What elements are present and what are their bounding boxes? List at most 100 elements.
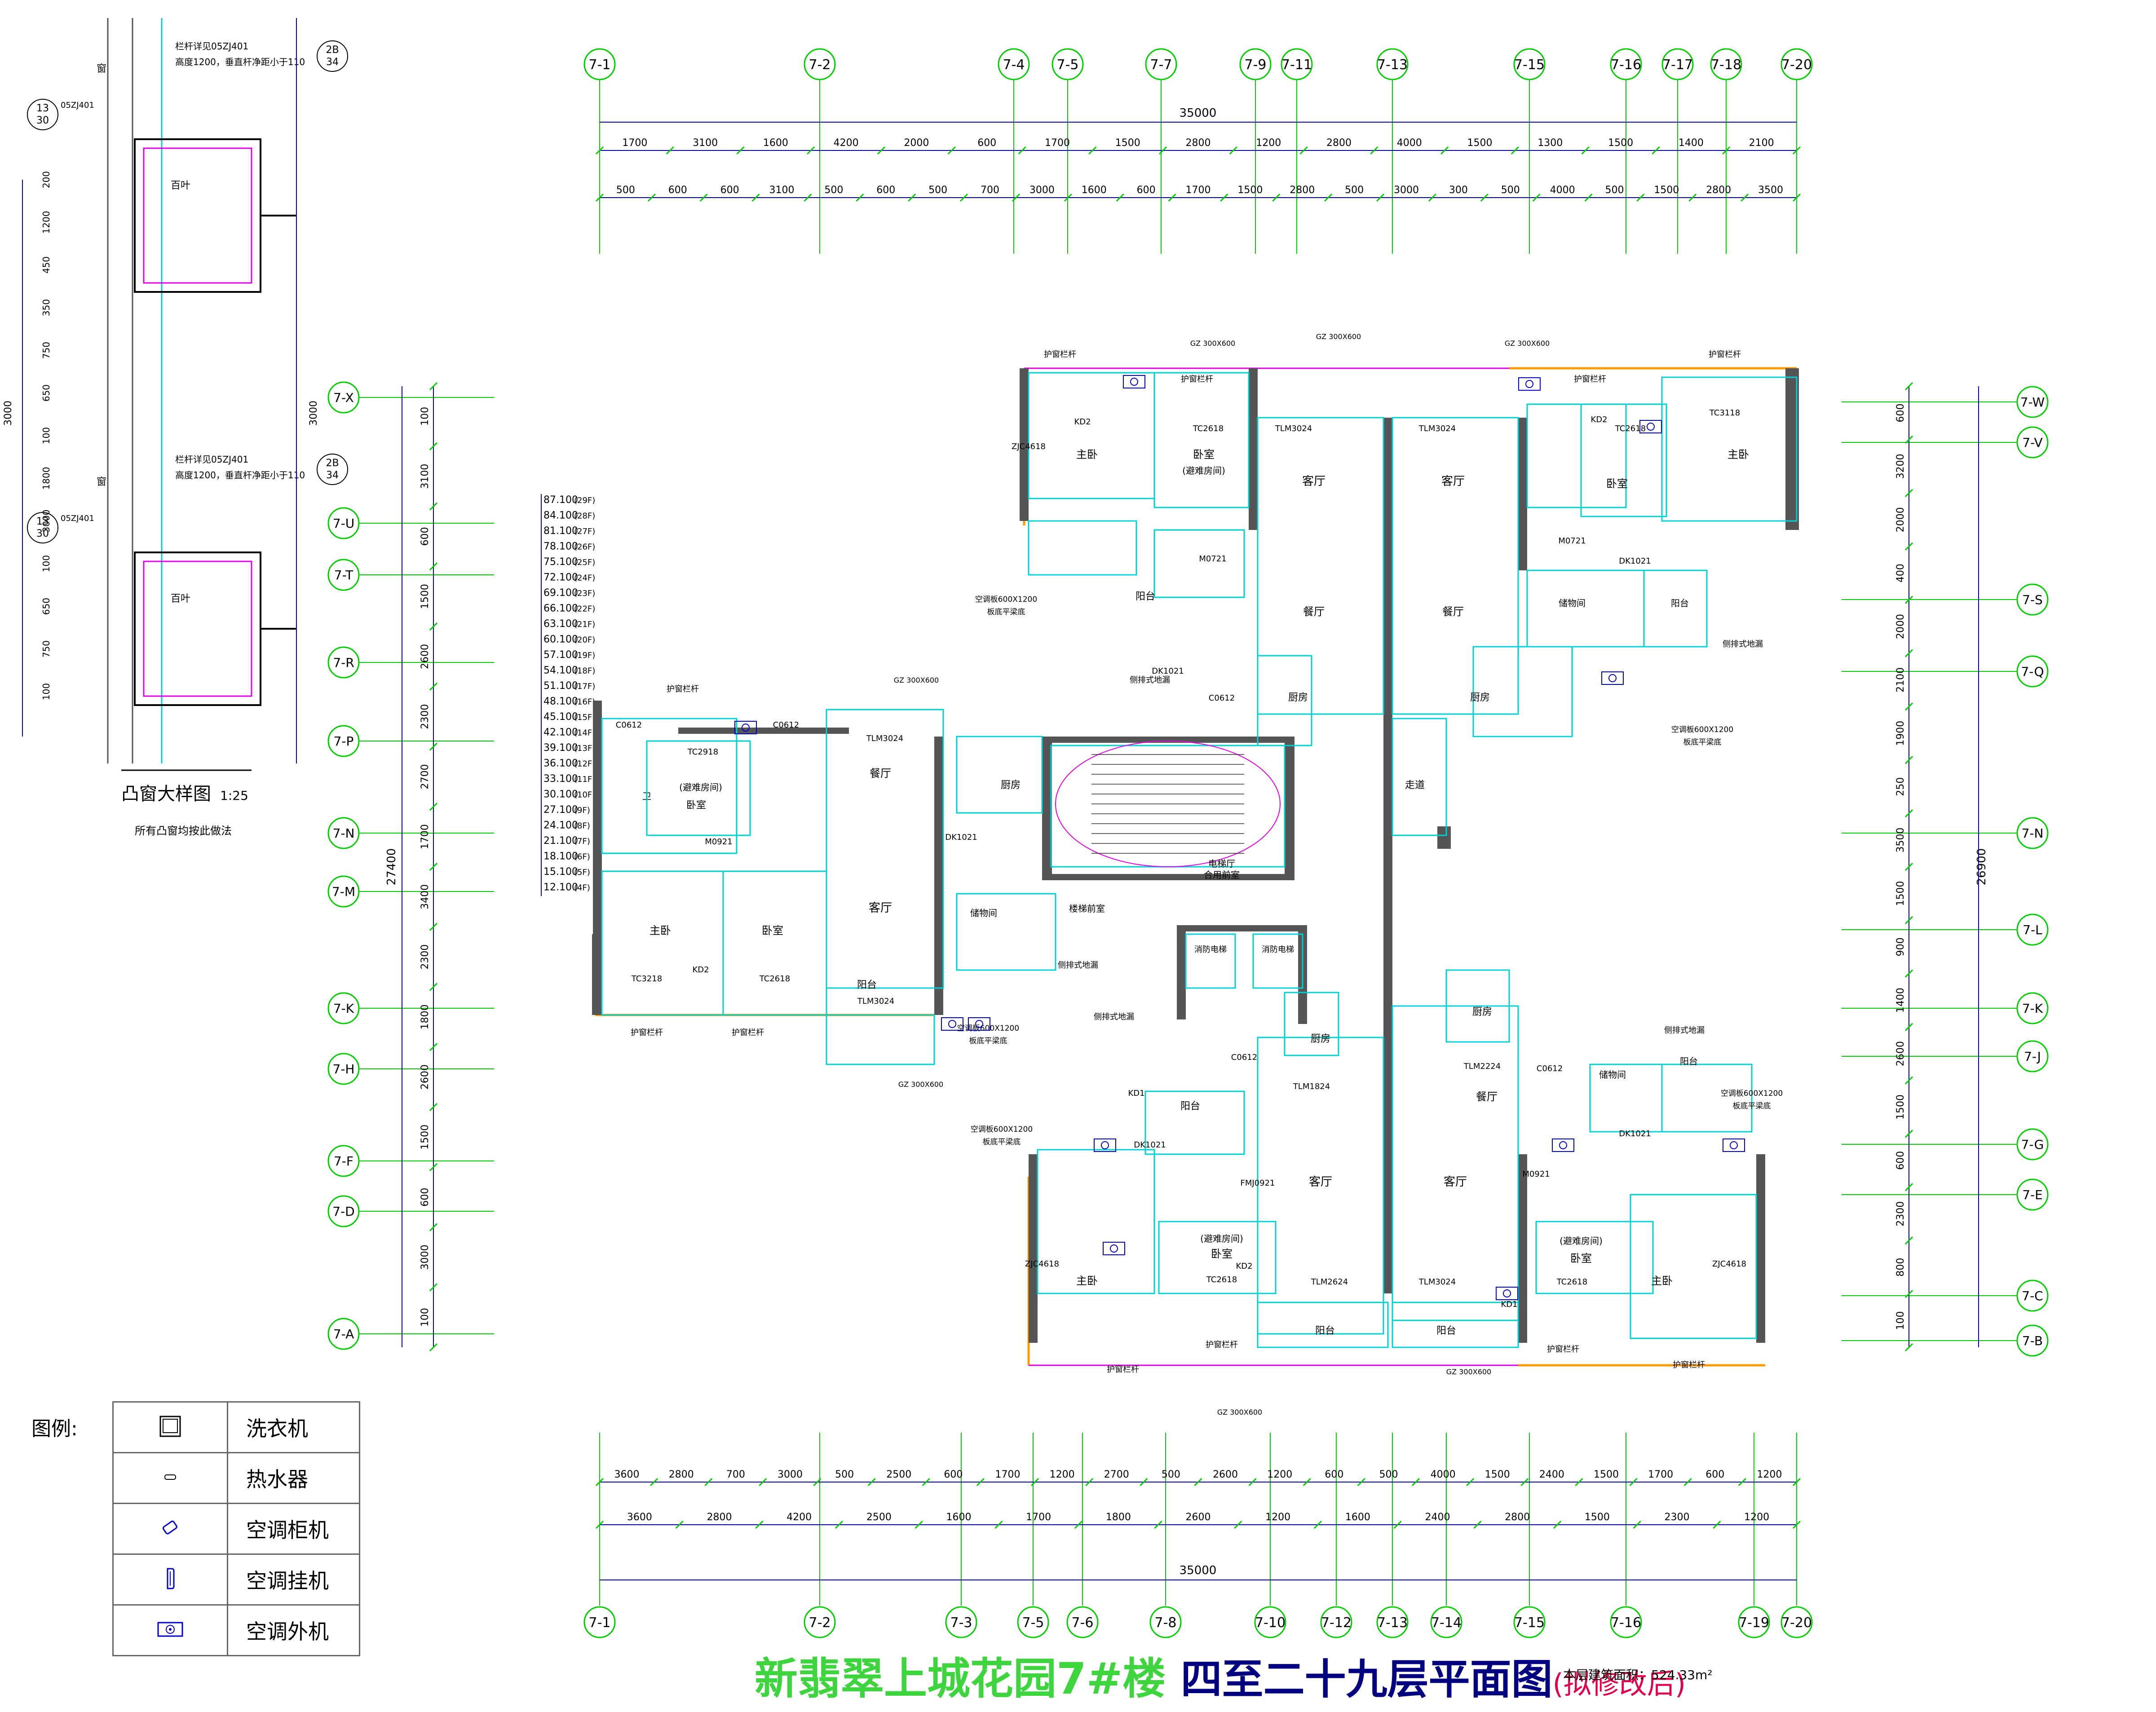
door-window-tag: KD1 bbox=[1501, 1300, 1517, 1309]
axis-bubble-right bbox=[2016, 817, 2049, 849]
top-dim-row1-label: 600 bbox=[977, 137, 996, 149]
axis-bubble-top bbox=[804, 48, 836, 80]
door-window-tag: TC2618 bbox=[1193, 424, 1224, 433]
railing-note: 护窗栏杆 bbox=[631, 1028, 663, 1037]
top-dim-row1-label: 1300 bbox=[1537, 137, 1563, 149]
elevation-value: 30.100 bbox=[543, 789, 578, 800]
right-dim-tick bbox=[1904, 542, 1913, 551]
room-outline bbox=[1153, 372, 1250, 508]
top-dim-row2-tick bbox=[1220, 193, 1228, 202]
right-dim-tick bbox=[1904, 1343, 1913, 1352]
bottom-dim-row1-tick bbox=[704, 1478, 713, 1487]
bottom-dim-row1-label: 500 bbox=[1162, 1469, 1180, 1480]
door-window-tag: TLM3024 bbox=[1418, 424, 1456, 433]
room-outline bbox=[1630, 1194, 1757, 1339]
top-dim-row1-tick bbox=[947, 146, 956, 155]
bottom-dim-row1-tick bbox=[1357, 1478, 1365, 1487]
legend-row: 洗衣机 bbox=[112, 1401, 360, 1453]
left-dim-label: 2600 bbox=[420, 1064, 431, 1090]
detail-dim-label: 3000 bbox=[41, 510, 52, 533]
door-window-tag: M0921 bbox=[1522, 1169, 1550, 1179]
top-dim-row1-label: 1700 bbox=[622, 137, 647, 149]
room-outline bbox=[1535, 1221, 1654, 1294]
elevation-floor: (28F) bbox=[574, 512, 595, 521]
room-outline bbox=[1392, 1005, 1519, 1321]
axis-bubble-left bbox=[327, 507, 360, 539]
elevation-value: 45.100 bbox=[543, 711, 578, 723]
room-label: 电梯厅 bbox=[1208, 858, 1235, 869]
left-dim-tick bbox=[429, 862, 438, 871]
top-dim-row1-tick bbox=[1581, 146, 1590, 155]
door-window-tag: ZJC4618 bbox=[1712, 1259, 1746, 1269]
top-dim-row1-label: 1700 bbox=[1045, 137, 1070, 149]
door-window-tag: TLM2624 bbox=[1311, 1277, 1348, 1287]
top-dim-row1-tick bbox=[877, 146, 886, 155]
room-outline bbox=[1580, 403, 1667, 517]
ac-outdoor-fan bbox=[948, 1020, 956, 1028]
top-dim-row2-label: 300 bbox=[1449, 185, 1468, 196]
room-label: 厨房 bbox=[1288, 692, 1308, 703]
elevation-floor: (21F) bbox=[574, 620, 595, 629]
axis-bubble-left bbox=[327, 1318, 360, 1350]
door-window-tag: TC3218 bbox=[631, 974, 662, 984]
axis-bubble-top bbox=[1239, 48, 1272, 80]
axis-bubble-bottom bbox=[1254, 1606, 1286, 1638]
bottom-dim-row1-label: 1200 bbox=[1050, 1469, 1075, 1480]
ac-beam-note: 板底平梁底 bbox=[969, 1037, 1007, 1046]
ac-outdoor-unit bbox=[1601, 671, 1624, 685]
elevation-floor: (24F) bbox=[574, 574, 595, 583]
right-dim-tick bbox=[1904, 1130, 1913, 1138]
room-label: (避难房间) bbox=[1560, 1235, 1603, 1246]
top-dim-row2-label: 2800 bbox=[1706, 185, 1731, 196]
room-label: 储物间 bbox=[970, 908, 997, 918]
bottom-dim-row2-tick bbox=[595, 1520, 604, 1529]
room-label: 合用前室 bbox=[1204, 869, 1240, 880]
room-outline bbox=[1158, 1221, 1277, 1294]
elevation-floor: (20F) bbox=[574, 635, 595, 645]
door-window-tag: TC2618 bbox=[1615, 424, 1646, 433]
bottom-dim-row1-label: 4000 bbox=[1431, 1469, 1456, 1480]
top-dim-row2-label: 500 bbox=[1605, 185, 1624, 196]
axis-label-right: 7-W bbox=[2020, 395, 2045, 410]
right-dim-label: 2000 bbox=[1895, 507, 1906, 532]
bottom-dim-row2-label: 1700 bbox=[1026, 1512, 1051, 1523]
right-dim-label: 1400 bbox=[1895, 988, 1906, 1013]
axis-bubble-right bbox=[2016, 1040, 2049, 1072]
bay-window-inner bbox=[143, 147, 252, 284]
door-window-tag: DK1021 bbox=[945, 833, 977, 842]
ac-board-note: 空调板600X1200 bbox=[971, 1125, 1033, 1134]
elevation-floor: (5F) bbox=[574, 868, 590, 877]
ac-board-note: 空调板600X1200 bbox=[975, 595, 1037, 604]
top-dim-row1-label: 2800 bbox=[1326, 137, 1352, 149]
top-dim-row2-label: 600 bbox=[876, 185, 895, 196]
room-outline bbox=[1028, 520, 1137, 576]
bottom-dim-row1-tick bbox=[650, 1478, 658, 1487]
detail-title-text: 凸窗大样图 bbox=[121, 784, 211, 804]
top-dim-row2-label: 1600 bbox=[1082, 185, 1107, 196]
axis-bubble-right bbox=[2016, 913, 2049, 946]
right-dim-tick bbox=[1904, 489, 1913, 497]
shutter-label: 百叶 bbox=[171, 180, 190, 191]
overall-dim-left-label: 27400 bbox=[385, 848, 398, 886]
left-dim-label: 2300 bbox=[420, 944, 431, 970]
bottom-dim-row1-tick bbox=[813, 1478, 822, 1487]
ac-outdoor-unit bbox=[1518, 377, 1541, 391]
room-outline bbox=[1144, 1090, 1245, 1155]
ac-outdoor-unit bbox=[1723, 1138, 1745, 1152]
top-dim-row2-tick bbox=[1376, 193, 1385, 202]
door-window-tag: DK1021 bbox=[1619, 1129, 1651, 1138]
axis-label-bottom: 7-1 bbox=[589, 1615, 611, 1631]
axis-label-left: 7-R bbox=[333, 655, 354, 670]
top-dim-row2-tick bbox=[1116, 193, 1124, 202]
axis-bubble-bottom bbox=[583, 1606, 616, 1638]
elevation-floor: (23F) bbox=[574, 589, 595, 598]
left-dim-label: 2600 bbox=[420, 644, 431, 669]
top-dim-row2-tick bbox=[1741, 193, 1749, 202]
bottom-dim-row2-label: 1500 bbox=[1585, 1512, 1610, 1523]
overall-dim-top-label: 35000 bbox=[1180, 106, 1217, 120]
axis-bubble-bottom bbox=[1780, 1606, 1813, 1638]
left-dim-label: 2700 bbox=[420, 764, 431, 789]
room-label: (避难房间) bbox=[1182, 465, 1225, 476]
left-dim-label: 2300 bbox=[420, 704, 431, 729]
door-window-tag: M0921 bbox=[705, 837, 732, 847]
